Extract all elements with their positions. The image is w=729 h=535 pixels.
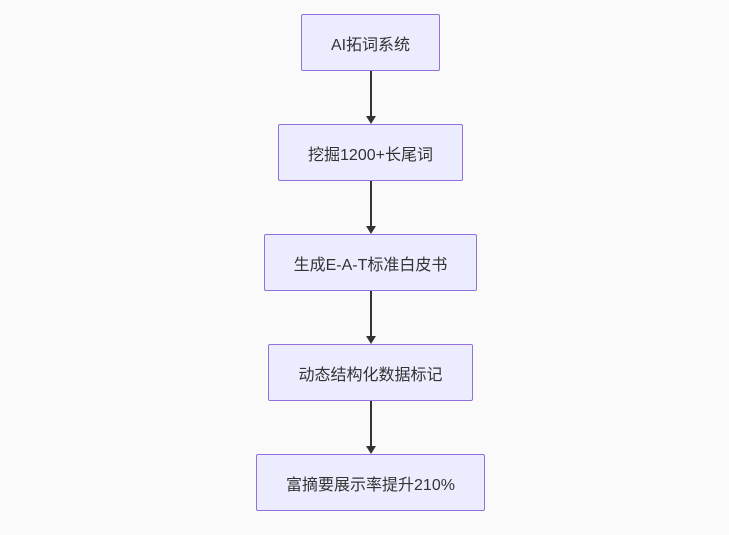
- flow-node-ai-keyword-expansion-system: AI拓词系统: [300, 14, 441, 71]
- flow-node-rich-snippet-rate-increase: 富摘要展示率提升210%: [256, 454, 485, 511]
- flowchart: AI拓词系统 挖掘1200+长尾词 生成E-A-T标准白皮书 动态结构化数据标记…: [6, 0, 729, 511]
- arrow-down-icon: [365, 336, 376, 344]
- edge-line: [369, 291, 372, 336]
- flow-node-generate-eat-whitepaper: 生成E-A-T标准白皮书: [263, 234, 478, 291]
- edge-line: [369, 181, 372, 226]
- flow-edge-2-3: [364, 181, 378, 234]
- edge-line: [369, 401, 372, 446]
- arrow-down-icon: [365, 446, 376, 454]
- arrow-down-icon: [365, 226, 376, 234]
- flow-edge-1-2: [364, 71, 378, 124]
- flow-node-mine-longtail-keywords: 挖掘1200+长尾词: [278, 124, 463, 181]
- arrow-down-icon: [365, 116, 376, 124]
- flow-edge-4-5: [364, 401, 378, 454]
- edge-line: [369, 71, 372, 116]
- flow-edge-3-4: [364, 291, 378, 344]
- flow-node-dynamic-structured-data-markup: 动态结构化数据标记: [268, 344, 473, 401]
